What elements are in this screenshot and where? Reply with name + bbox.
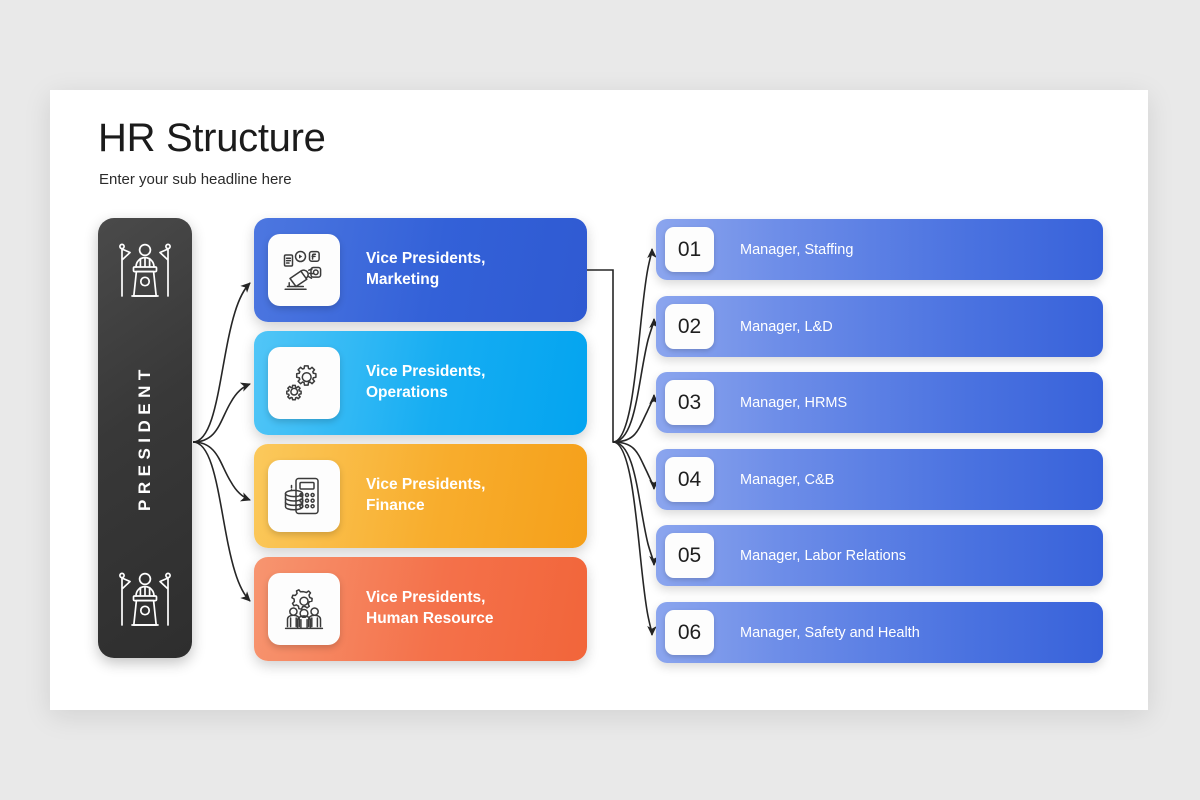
manager-number-badge: 02 (665, 304, 714, 349)
megaphone-social-media-icon (283, 250, 322, 290)
people-gear-icon (284, 589, 324, 630)
manager-label: Manager, Staffing (740, 241, 854, 258)
vp-card-title: Vice Presidents, Operations (366, 362, 485, 403)
vp-icon-tile (268, 573, 340, 645)
manager-label: Manager, C&B (740, 471, 835, 488)
vp-card-title: Vice Presidents, Human Resource (366, 588, 493, 629)
vp-icon-tile (268, 347, 340, 419)
manager-label: Manager, HRMS (740, 394, 848, 411)
vp-title-line2: Operations (366, 384, 448, 401)
vp-title-line1: Vice Presidents, (366, 589, 486, 607)
vp-title-line2: Marketing (366, 271, 440, 288)
manager-number-badge: 06 (665, 610, 714, 655)
manager-number-badge: 01 (665, 227, 714, 272)
podium-speaker-icon (113, 240, 177, 307)
slide-canvas: HR Structure Enter your sub headline her… (50, 90, 1148, 710)
vp-title-line2: Finance (366, 497, 425, 514)
manager-label: Manager, L&D (740, 318, 833, 335)
vp-card-operations[interactable]: Vice Presidents, Operations (254, 331, 587, 435)
vp-title-line1: Vice Presidents, (366, 363, 486, 381)
vp-title-line1: Vice Presidents, (366, 250, 486, 268)
vp-title-line2: Human Resource (366, 610, 494, 627)
vp-icon-tile (268, 234, 340, 306)
vp-icon-tile (268, 460, 340, 532)
manager-number-badge: 04 (665, 457, 714, 502)
manager-row-06[interactable]: 06 Manager, Safety and Health (656, 602, 1103, 663)
vp-card-title: Vice Presidents, Finance (366, 475, 485, 516)
manager-number-badge: 03 (665, 380, 714, 425)
gears-icon (286, 365, 317, 401)
manager-row-04[interactable]: 04 Manager, C&B (656, 449, 1103, 510)
manager-row-01[interactable]: 01 Manager, Staffing (656, 219, 1103, 280)
vp-card-marketing[interactable]: Vice Presidents, Marketing (254, 218, 587, 322)
manager-row-02[interactable]: 02 Manager, L&D (656, 296, 1103, 357)
manager-number-badge: 05 (665, 533, 714, 578)
vp-card-title: Vice Presidents, Marketing (366, 249, 485, 290)
page-subtitle: Enter your sub headline here (99, 171, 292, 188)
vp-title-line1: Vice Presidents, (366, 476, 486, 494)
manager-row-05[interactable]: 05 Manager, Labor Relations (656, 525, 1103, 586)
page-title: HR Structure (98, 116, 326, 160)
calculator-coins-icon (284, 477, 319, 515)
manager-row-03[interactable]: 03 Manager, HRMS (656, 372, 1103, 433)
manager-label: Manager, Labor Relations (740, 547, 907, 564)
vp-card-human-resource[interactable]: Vice Presidents, Human Resource (254, 557, 587, 661)
podium-speaker-icon (113, 569, 177, 636)
vp-card-finance[interactable]: Vice Presidents, Finance (254, 444, 587, 548)
manager-label: Manager, Safety and Health (740, 624, 920, 641)
president-bar[interactable]: PRESIDENT (98, 218, 192, 658)
